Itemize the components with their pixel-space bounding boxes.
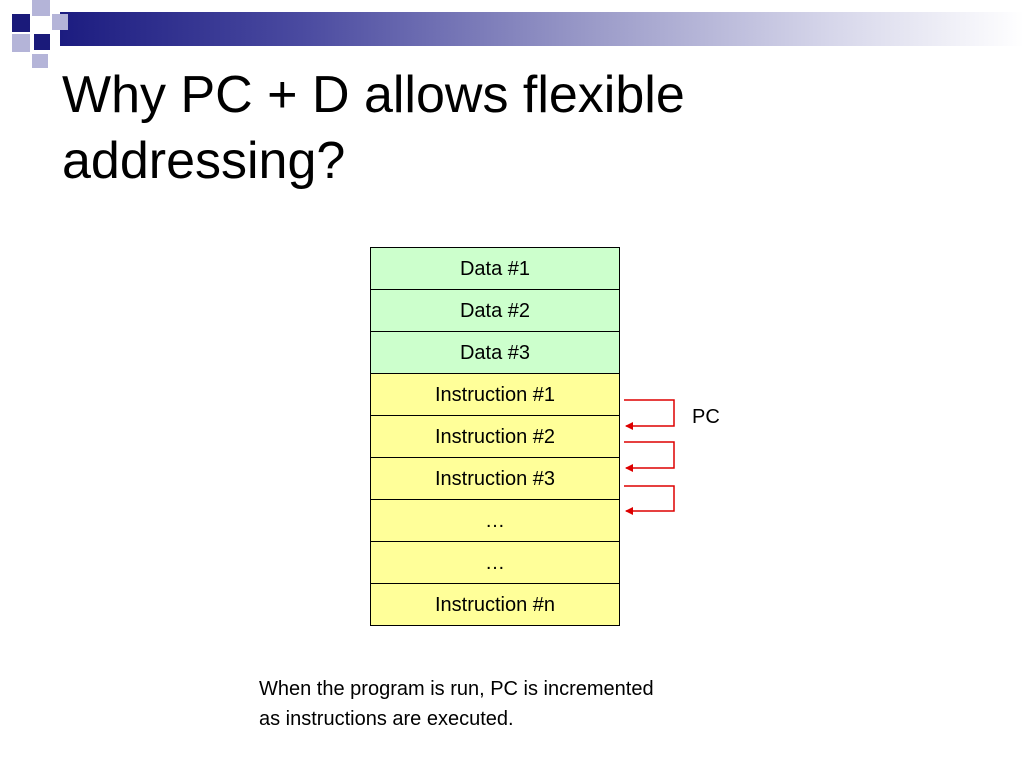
decor-square: [34, 34, 50, 50]
data-cell: Data #3: [371, 332, 619, 374]
decor-square: [12, 14, 30, 32]
caption-line: When the program is run, PC is increment…: [259, 678, 654, 700]
instruction-cell: Instruction #1: [371, 374, 619, 416]
caption: When the program is run, PC is increment…: [259, 674, 819, 734]
pc-arrow: [624, 399, 675, 430]
instruction-cell: Instruction #2: [371, 416, 619, 458]
instruction-cell: Instruction #n: [371, 584, 619, 626]
instruction-cell: Instruction #3: [371, 458, 619, 500]
decor-square: [52, 14, 68, 30]
caption-line: as instructions are executed.: [259, 708, 514, 730]
decor-square: [12, 34, 30, 52]
header-gradient-bar: [60, 12, 1024, 46]
pc-label: PC: [692, 406, 720, 428]
decor-square: [32, 0, 50, 16]
pc-arrow: [624, 441, 675, 472]
instruction-cell: …: [371, 542, 619, 584]
instruction-cell: …: [371, 500, 619, 542]
decor-square: [32, 54, 48, 68]
data-cell: Data #1: [371, 248, 619, 290]
slide-title: Why PC + D allows flexible addressing?: [62, 66, 685, 190]
pc-arrow: [624, 485, 675, 515]
data-cell: Data #2: [371, 290, 619, 332]
